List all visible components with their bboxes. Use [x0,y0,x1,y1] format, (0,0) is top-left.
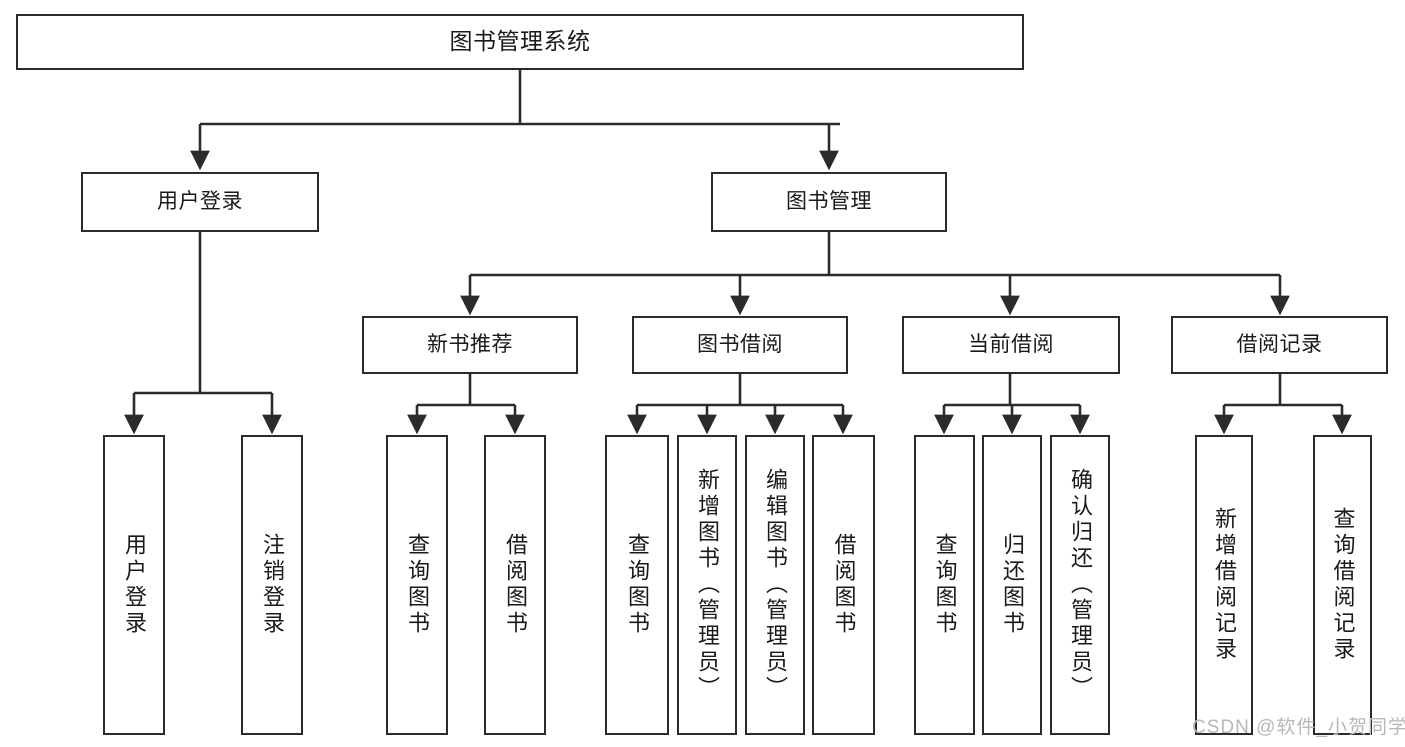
node-leaf-query-book-borrow-label: 查询图书 [624,533,650,637]
node-leaf-borrow-book-label: 借阅图书 [831,533,857,637]
node-current-borrow[interactable]: 当前借阅 [902,316,1120,374]
node-leaf-query-book-current-label: 查询图书 [932,533,958,637]
node-book-borrow-label: 图书借阅 [697,332,783,356]
node-current-borrow-label: 当前借阅 [968,332,1054,356]
node-leaf-logout-login-label: 注销登录 [259,533,285,637]
node-leaf-return-book[interactable]: 归还图书 [982,435,1042,735]
node-leaf-query-book-current[interactable]: 查询图书 [914,435,975,735]
node-book-borrow[interactable]: 图书借阅 [632,316,848,374]
node-leaf-logout-login[interactable]: 注销登录 [241,435,303,735]
node-leaf-return-book-label: 归还图书 [999,533,1025,637]
node-root-label: 图书管理系统 [449,28,591,55]
node-book-manage[interactable]: 图书管理 [711,172,947,232]
node-leaf-edit-book-admin[interactable]: 编辑图书（管理员） [745,435,805,735]
node-new-book-recommend-label: 新书推荐 [427,332,513,356]
node-root-system[interactable]: 图书管理系统 [16,14,1024,70]
node-leaf-query-book-recommend-label: 查询图书 [404,533,430,637]
node-leaf-user-login[interactable]: 用户登录 [103,435,165,735]
node-leaf-confirm-return-admin-label: 确认归还（管理员） [1067,468,1093,702]
node-leaf-confirm-return-admin[interactable]: 确认归还（管理员） [1050,435,1110,735]
node-leaf-add-borrow-record[interactable]: 新增借阅记录 [1195,435,1253,735]
node-leaf-add-book-admin-label: 新增图书（管理员） [694,468,720,702]
node-leaf-edit-book-admin-label: 编辑图书（管理员） [762,468,788,702]
node-leaf-add-borrow-record-label: 新增借阅记录 [1211,507,1237,663]
node-leaf-borrow-book-recommend-label: 借阅图书 [502,533,528,637]
node-leaf-user-login-label: 用户登录 [121,533,147,637]
node-user-login[interactable]: 用户登录 [81,172,319,232]
node-leaf-query-book-borrow[interactable]: 查询图书 [605,435,669,735]
node-leaf-query-book-recommend[interactable]: 查询图书 [386,435,448,735]
node-book-manage-label: 图书管理 [786,189,872,213]
node-borrow-record-label: 借阅记录 [1236,332,1323,356]
node-leaf-add-book-admin[interactable]: 新增图书（管理员） [677,435,737,735]
node-leaf-borrow-book-recommend[interactable]: 借阅图书 [484,435,546,735]
node-borrow-record[interactable]: 借阅记录 [1171,316,1388,374]
node-new-book-recommend[interactable]: 新书推荐 [362,316,578,374]
node-user-login-label: 用户登录 [157,189,243,213]
node-leaf-query-borrow-record-label: 查询借阅记录 [1330,507,1356,663]
node-leaf-query-borrow-record[interactable]: 查询借阅记录 [1313,435,1372,735]
node-leaf-borrow-book[interactable]: 借阅图书 [812,435,875,735]
